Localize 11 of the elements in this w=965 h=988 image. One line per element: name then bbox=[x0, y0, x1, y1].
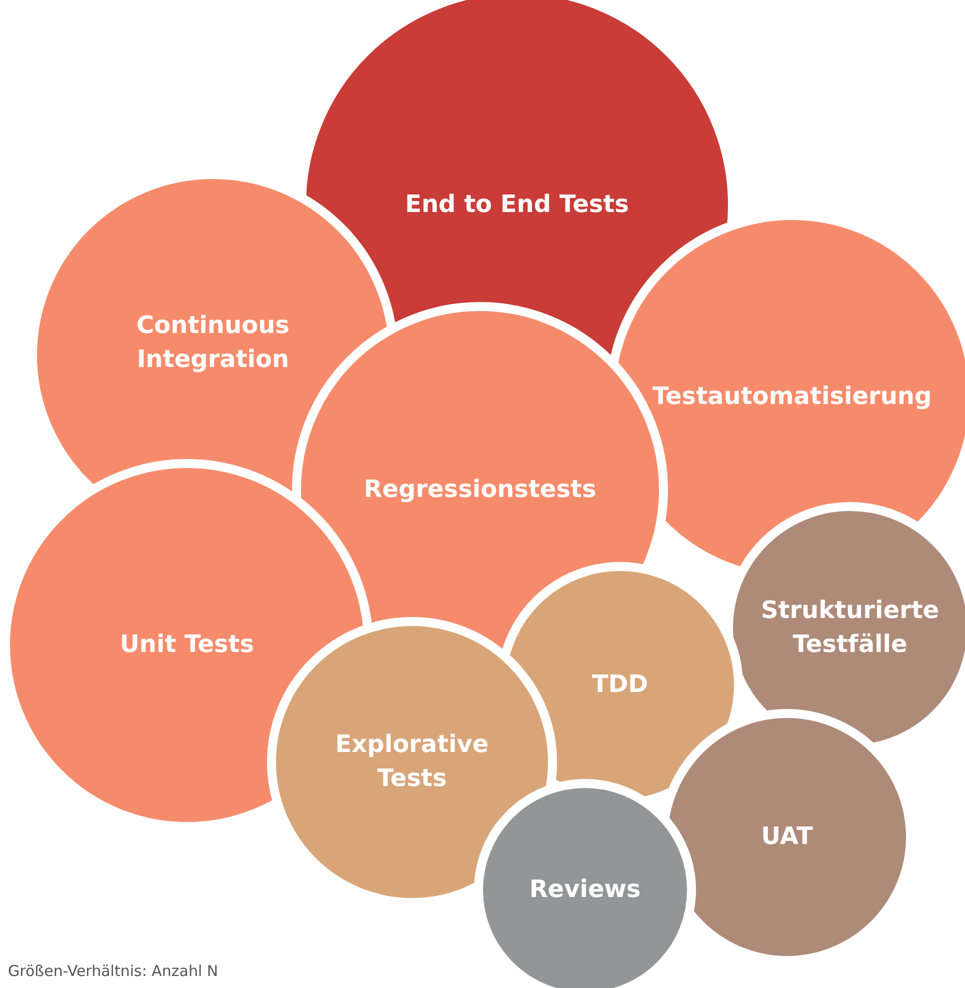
bubble-label: TDD bbox=[590, 669, 650, 700]
caption: Größen-Verhältnis: Anzahl N bbox=[8, 962, 218, 980]
bubble-label: Testautomatisierung bbox=[651, 381, 933, 412]
bubble-label: Unit Tests bbox=[118, 629, 256, 660]
bubble-label: End to End Tests bbox=[404, 189, 630, 220]
bubble-label: Regressionstests bbox=[362, 474, 598, 506]
bubble-label: Strukturierte Testfälle bbox=[760, 595, 940, 660]
bubble-label: Reviews bbox=[528, 874, 642, 906]
bubble-label: Continuous Integration bbox=[136, 310, 290, 375]
bubble-label: UAT bbox=[760, 821, 814, 852]
bubble-label: Explorative Tests bbox=[334, 729, 490, 794]
